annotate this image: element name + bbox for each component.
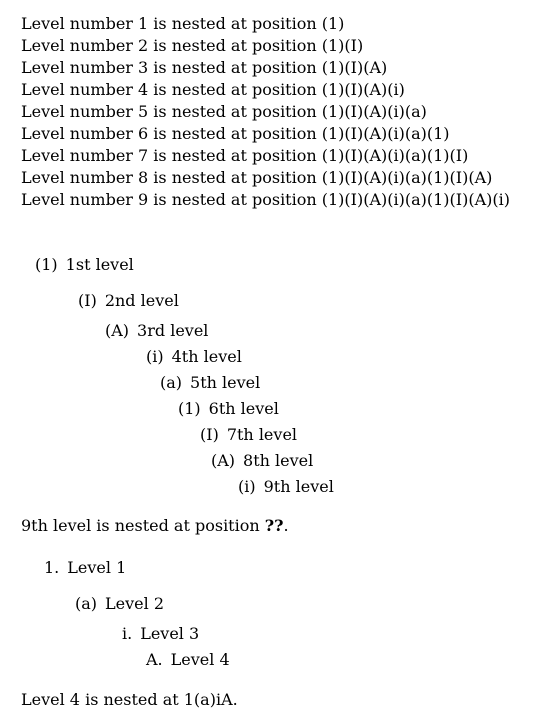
nested-list-item: (1) 6th level (178, 401, 279, 417)
item-text: 4th level (171, 347, 242, 366)
item-text: 6th level (208, 399, 279, 418)
item-label: (1) (178, 399, 201, 418)
intro-line: Level number 9 is nested at position (1)… (21, 190, 510, 209)
sentence-text: 9th level is nested at position (21, 516, 265, 535)
item-text: 7th level (226, 425, 298, 444)
enum-list-item: 1. Level 1 (44, 560, 126, 576)
item-label: 1. (44, 558, 60, 577)
enum-list-item: i. Level 3 (122, 626, 199, 642)
item-text: 1st level (65, 255, 134, 274)
item-text: 3rd level (137, 321, 209, 340)
nested-list-item: (1) 1st level (35, 257, 134, 273)
intro-line: Level number 8 is nested at position (1)… (21, 168, 493, 187)
item-text: Level 4 (170, 650, 230, 669)
sentence-end: . (283, 516, 289, 535)
item-label: A. (146, 650, 163, 669)
item-label: (1) (35, 255, 58, 274)
enum-list-item: A. Level 4 (146, 652, 230, 668)
item-text: 9th level (263, 477, 334, 496)
item-text: Level 2 (105, 594, 165, 613)
final-sentence: Level 4 is nested at 1(a)iA. (21, 690, 238, 709)
item-label: i. (122, 624, 133, 643)
enum-list-item: (a) Level 2 (75, 596, 164, 612)
nested-list-item: (I) 7th level (200, 427, 297, 443)
intro-line: Level number 3 is nested at position (1)… (21, 58, 388, 77)
intro-line: Level number 7 is nested at position (1)… (21, 146, 469, 165)
item-text: 5th level (190, 373, 261, 392)
item-text: 2nd level (104, 291, 179, 310)
nested-list-item: (A) 3rd level (105, 323, 208, 339)
item-label: (i) (146, 347, 164, 366)
item-text: Level 3 (140, 624, 200, 643)
intro-line: Level number 5 is nested at position (1)… (21, 102, 427, 121)
item-label: (A) (105, 321, 130, 340)
reference-sentence: 9th level is nested at position ??. (21, 518, 289, 534)
item-label: (A) (211, 451, 236, 470)
intro-line: Level number 2 is nested at position (1)… (21, 36, 364, 55)
item-text: Level 1 (67, 558, 127, 577)
unresolved-reference: ?? (264, 516, 284, 535)
item-text: 8th level (243, 451, 314, 470)
item-label: (a) (75, 594, 98, 613)
nested-list-item: (A) 8th level (211, 453, 313, 469)
intro-line: Level number 4 is nested at position (1)… (21, 80, 405, 99)
item-label: (I) (78, 291, 97, 310)
nested-list-item: (i) 4th level (146, 349, 242, 365)
nested-list-item: (I) 2nd level (78, 293, 179, 309)
intro-line: Level number 1 is nested at position (1) (21, 14, 345, 33)
item-label: (i) (238, 477, 256, 496)
nested-list-item: (i) 9th level (238, 479, 334, 495)
item-label: (I) (200, 425, 219, 444)
item-label: (a) (160, 373, 183, 392)
intro-line: Level number 6 is nested at position (1)… (21, 124, 450, 143)
nested-list-item: (a) 5th level (160, 375, 260, 391)
